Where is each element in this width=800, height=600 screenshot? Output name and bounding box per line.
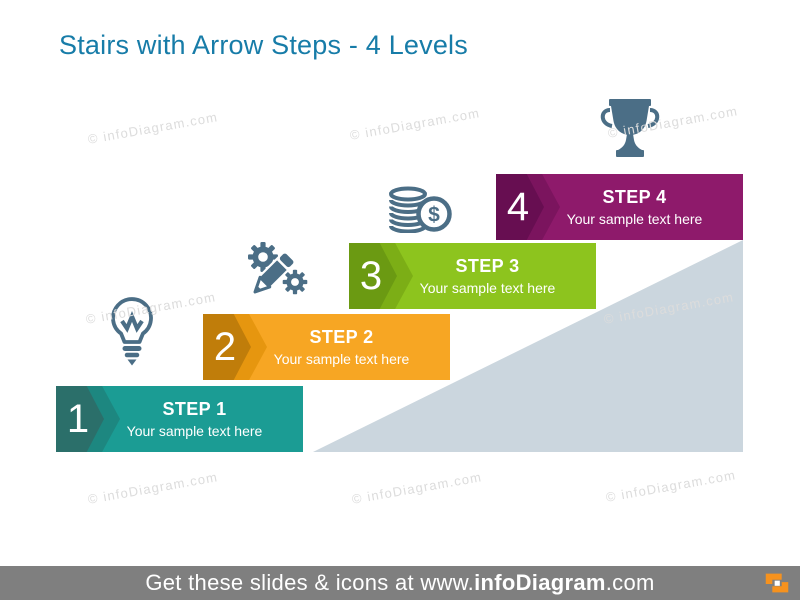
step-3-number: 3 xyxy=(359,253,383,298)
pencil-gears-icon xyxy=(246,240,312,298)
step-3-title: STEP 3 xyxy=(455,256,520,276)
footer-text-prefix: Get these slides & icons at www. xyxy=(145,570,475,595)
step-2-title: STEP 2 xyxy=(309,327,374,347)
infodiagram-logo-icon xyxy=(762,568,792,598)
step-1-bar: 1 STEP 1 Your sample text here xyxy=(56,386,303,452)
footer-text[interactable]: Get these slides & icons at www.infoDiag… xyxy=(145,570,654,596)
step-4-number: 4 xyxy=(506,184,530,229)
watermark-text: © infoDiagram.com xyxy=(348,105,482,143)
step-4-title: STEP 4 xyxy=(602,187,667,207)
trophy-icon xyxy=(598,99,662,159)
dollar-symbol: $ xyxy=(428,204,440,227)
step-3-subtitle: Your sample text here xyxy=(419,280,556,296)
step-1-number: 1 xyxy=(66,396,90,441)
watermark-text: © infoDiagram.com xyxy=(604,467,738,505)
lightbulb-icon xyxy=(108,296,156,368)
footer-banner: Get these slides & icons at www.infoDiag… xyxy=(0,566,800,600)
page-title: Stairs with Arrow Steps - 4 Levels xyxy=(59,30,468,60)
step-1-subtitle: Your sample text here xyxy=(126,423,263,439)
step-4-subtitle: Your sample text here xyxy=(566,211,703,227)
infodiagram-link[interactable]: infoDiagram xyxy=(474,570,606,595)
step-1-title: STEP 1 xyxy=(162,399,227,419)
coins-icon: $ xyxy=(387,186,453,233)
footer-text-suffix: .com xyxy=(605,570,655,595)
step-2-subtitle: Your sample text here xyxy=(273,351,410,367)
watermark-text: © infoDiagram.com xyxy=(86,109,220,147)
step-3-bar: 3 STEP 3 Your sample text here xyxy=(349,243,596,309)
step-2-number: 2 xyxy=(213,324,237,369)
watermark-text: © infoDiagram.com xyxy=(86,469,220,507)
step-4-bar: 4 STEP 4 Your sample text here xyxy=(496,174,743,240)
step-2-bar: 2 STEP 2 Your sample text here xyxy=(203,314,450,380)
watermark-text: © infoDiagram.com xyxy=(350,469,484,507)
